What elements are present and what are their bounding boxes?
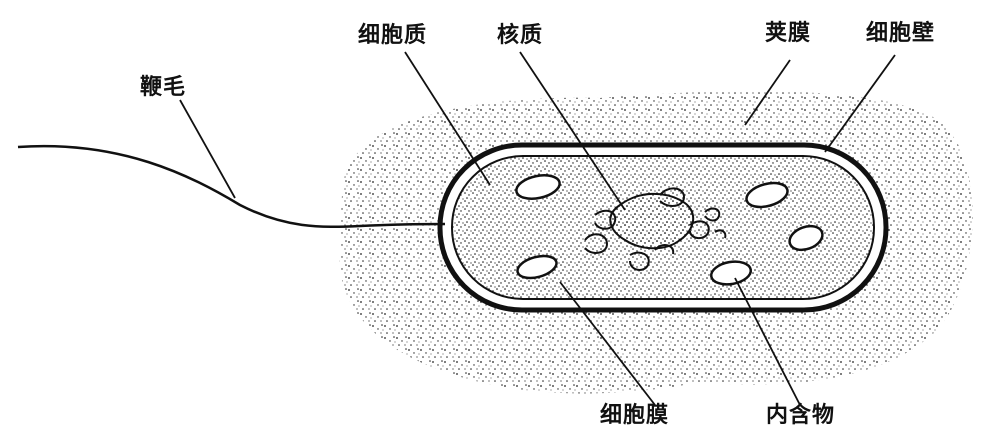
label-cell-membrane: 细胞膜 xyxy=(600,404,669,428)
label-capsule: 荚膜 xyxy=(765,22,811,46)
label-nucleoid: 核质 xyxy=(497,24,543,48)
label-cell-wall: 细胞壁 xyxy=(866,22,935,46)
label-cytoplasm: 细胞质 xyxy=(358,24,427,48)
label-inclusions: 内含物 xyxy=(766,404,835,428)
label-flagellum: 鞭毛 xyxy=(140,76,186,100)
